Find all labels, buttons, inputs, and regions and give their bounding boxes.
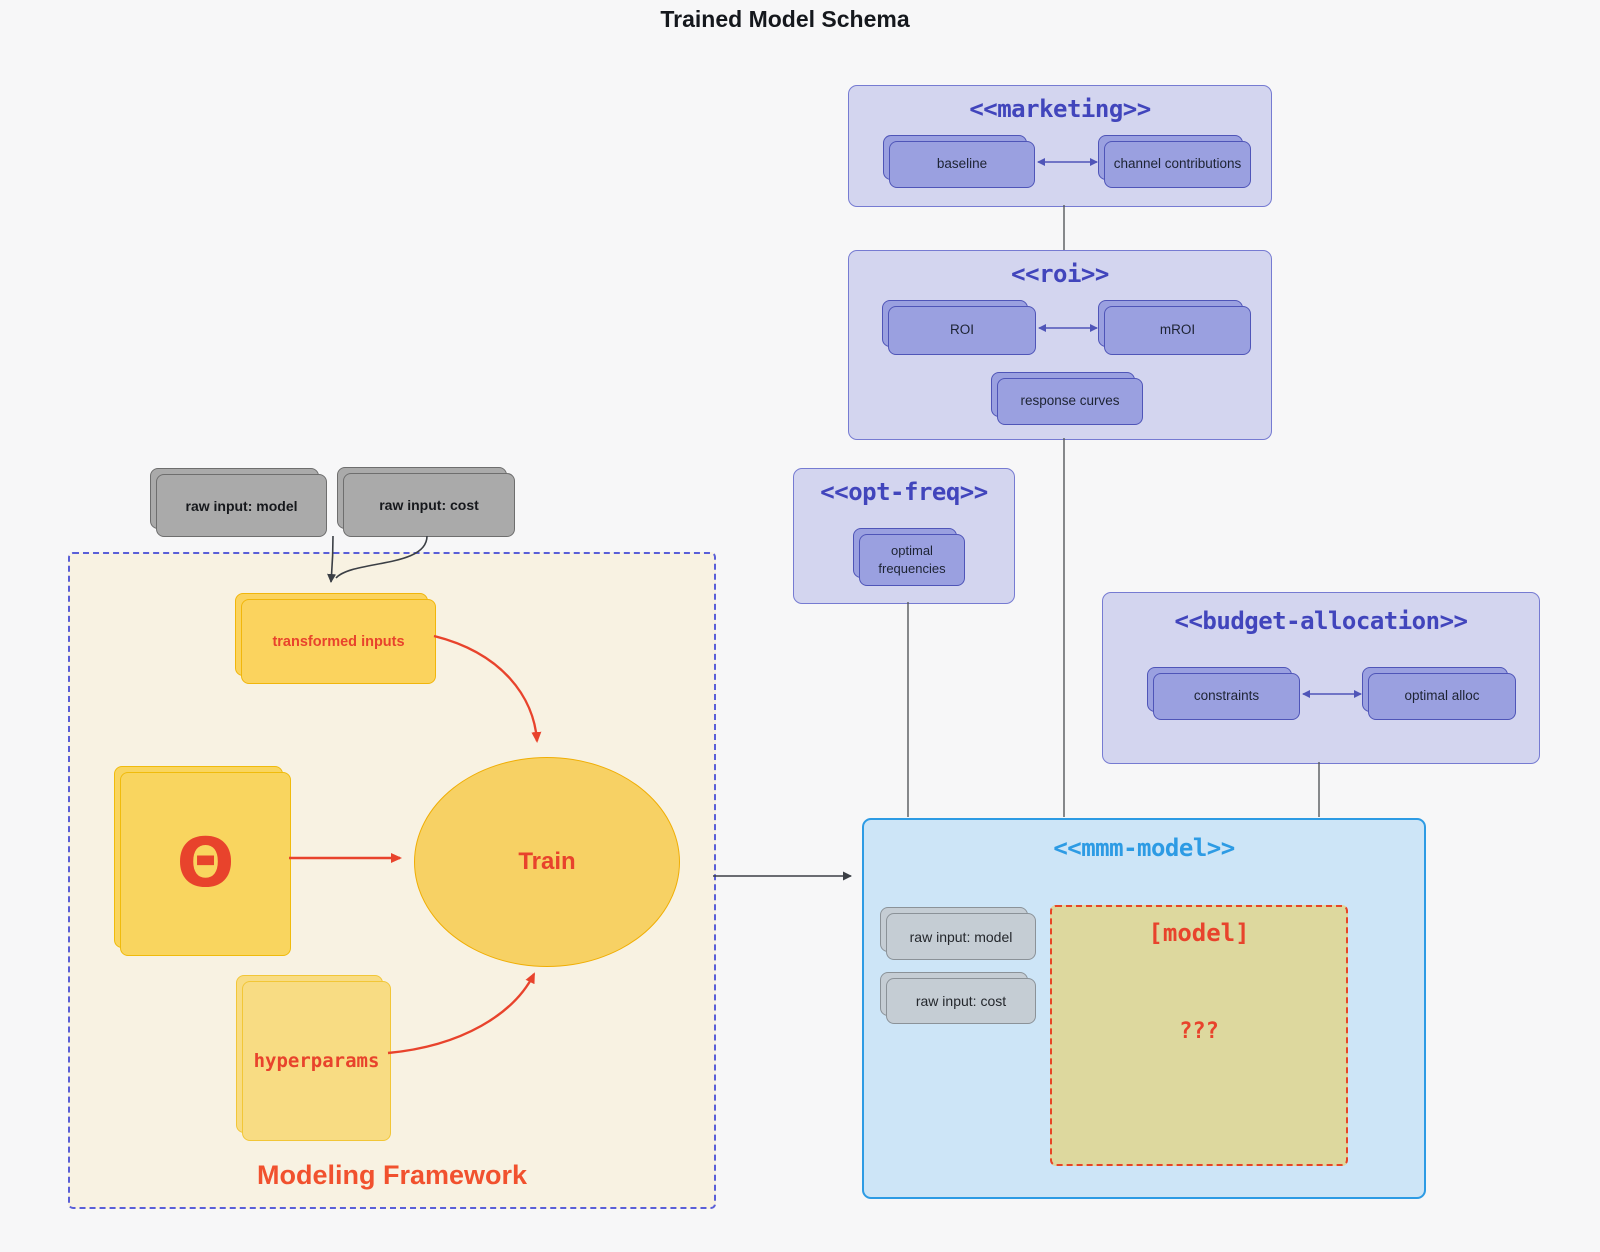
budget-allocation-panel: <<budget-allocation>> constraints optima… [1102,592,1540,764]
node-constraints-label: constraints [1193,688,1260,704]
mmm-model-panel-title: <<mmm-model>> [1053,834,1235,862]
node-optimal-frequencies: optimal frequencies [859,534,965,586]
node-roi: ROI [888,306,1036,355]
node-train: Train [414,757,680,967]
node-mroi: mROI [1104,306,1251,355]
node-mmm-raw-input-cost: raw input: cost [886,978,1036,1024]
modeling-framework-panel: transformed inputs Θ Train hyperparams M… [68,552,716,1209]
model-placeholder-box: [model] ??? [1050,905,1348,1166]
node-theta: Θ [120,772,291,956]
node-constraints: constraints [1153,673,1300,720]
node-optimal-alloc: optimal alloc [1368,673,1516,720]
node-mmm-raw-input-model-label: raw input: model [909,928,1013,945]
node-response-curves-label: response curves [1020,393,1120,409]
node-baseline-label: baseline [936,156,988,172]
marketing-panel: <<marketing>> baseline channel contribut… [848,85,1272,207]
node-channel-contributions: channel contributions [1104,141,1251,188]
node-optimal-frequencies-label: optimal frequencies [878,543,946,576]
node-raw-input-model: raw input: model [156,474,327,537]
node-mmm-raw-input-cost-label: raw input: cost [915,993,1007,1009]
node-transformed-inputs-label: transformed inputs [272,633,405,650]
node-channel-contributions-label: channel contributions [1113,156,1242,172]
node-mroi-label: mROI [1159,322,1196,338]
node-raw-input-model-label: raw input: model [185,497,298,514]
node-optimal-alloc-label: optimal alloc [1404,688,1480,704]
model-placeholder-label: [model] [1148,919,1250,947]
budget-allocation-panel-title: <<budget-allocation>> [1174,607,1468,635]
theta-symbol: Θ [176,824,235,903]
marketing-panel-title: <<marketing>> [969,95,1151,123]
node-transformed-inputs: transformed inputs [241,599,436,684]
mmm-model-panel: <<mmm-model>> raw input: model raw input… [862,818,1426,1199]
node-train-label: Train [518,848,576,875]
opt-freq-panel-title: <<opt-freq>> [820,478,988,506]
node-raw-input-cost: raw input: cost [343,473,515,537]
node-baseline: baseline [889,141,1035,188]
model-unknown-label: ??? [1179,1019,1219,1044]
diagram-title: Trained Model Schema [660,6,910,32]
node-mmm-raw-input-model: raw input: model [886,913,1036,960]
opt-freq-panel: <<opt-freq>> optimal frequencies [793,468,1015,604]
node-response-curves: response curves [997,378,1143,425]
node-roi-label: ROI [949,322,974,338]
roi-panel-title: <<roi>> [1011,260,1109,288]
node-raw-input-cost-label: raw input: cost [379,497,479,513]
modeling-framework-label: Modeling Framework [256,1160,528,1190]
node-hyperparams-label: hyperparams [253,1050,380,1072]
node-hyperparams: hyperparams [242,981,391,1141]
roi-panel: <<roi>> ROI mROI response curves [848,250,1272,440]
